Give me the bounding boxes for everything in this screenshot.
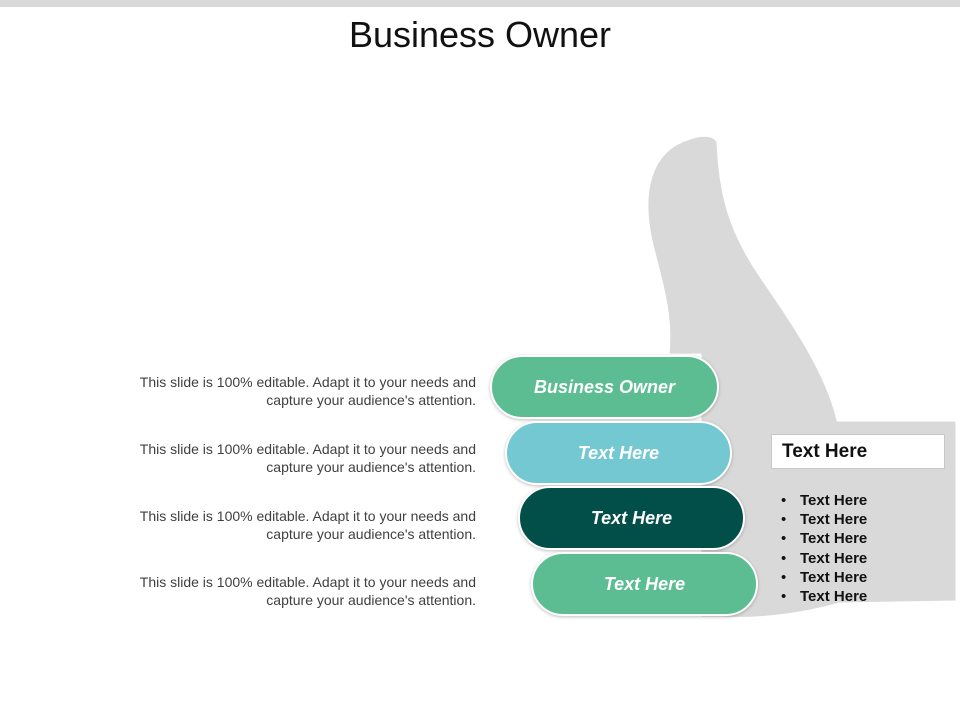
row-description-2-line2: capture your audience's attention. — [266, 459, 476, 475]
panel-bullet-item: •Text Here — [781, 549, 868, 567]
row-description-2: This slide is 100% editable. Adapt it to… — [76, 440, 476, 476]
panel-bullet-text: Text Here — [800, 511, 868, 529]
panel-bullet-item: •Text Here — [781, 568, 868, 586]
finger-pill-3-label: Text Here — [590, 507, 673, 528]
row-description-1-line2: capture your audience's attention. — [266, 392, 476, 408]
panel-bullet-item: •Text Here — [781, 588, 868, 606]
row-description-4-line1: This slide is 100% editable. Adapt it to… — [139, 574, 476, 590]
finger-pill-3: Text Here — [518, 486, 745, 550]
finger-pill-1: Business Owner — [490, 355, 719, 419]
row-description-4: This slide is 100% editable. Adapt it to… — [76, 573, 476, 609]
row-description-3-line1: This slide is 100% editable. Adapt it to… — [139, 508, 476, 524]
panel-title: Text Here — [771, 434, 945, 469]
finger-pill-1-label: Business Owner — [533, 376, 676, 397]
panel-bullet-text: Text Here — [800, 549, 868, 567]
panel-bullet-text: Text Here — [800, 492, 868, 509]
panel-bullet-list: •Text Here •Text Here •Text Here •Text H… — [781, 491, 867, 606]
slide-title: Business Owner — [348, 14, 612, 55]
panel-bullet-item: •Text Here — [781, 530, 868, 548]
finger-pill-4: Text Here — [531, 552, 758, 616]
row-description-1: This slide is 100% editable. Adapt it to… — [76, 373, 476, 409]
panel-bullet-text: Text Here — [800, 530, 868, 548]
row-description-1-line1: This slide is 100% editable. Adapt it to… — [139, 374, 476, 390]
row-description-3: This slide is 100% editable. Adapt it to… — [76, 507, 476, 543]
panel-bullet-text: Text Here — [800, 568, 868, 586]
finger-pill-2-label: Text Here — [577, 442, 660, 463]
finger-pill-2: Text Here — [505, 421, 732, 485]
row-description-4-line2: capture your audience's attention. — [266, 592, 476, 608]
panel-bullet-text: Text Here — [800, 588, 868, 606]
row-description-2-line1: This slide is 100% editable. Adapt it to… — [139, 441, 476, 457]
panel-bullet-item: •Text Here — [781, 492, 868, 509]
finger-pill-4-label: Text Here — [603, 573, 686, 594]
panel-bullet-item: •Text Here — [781, 511, 868, 529]
row-description-3-line2: capture your audience's attention. — [266, 526, 476, 542]
top-rule — [0, 0, 960, 7]
